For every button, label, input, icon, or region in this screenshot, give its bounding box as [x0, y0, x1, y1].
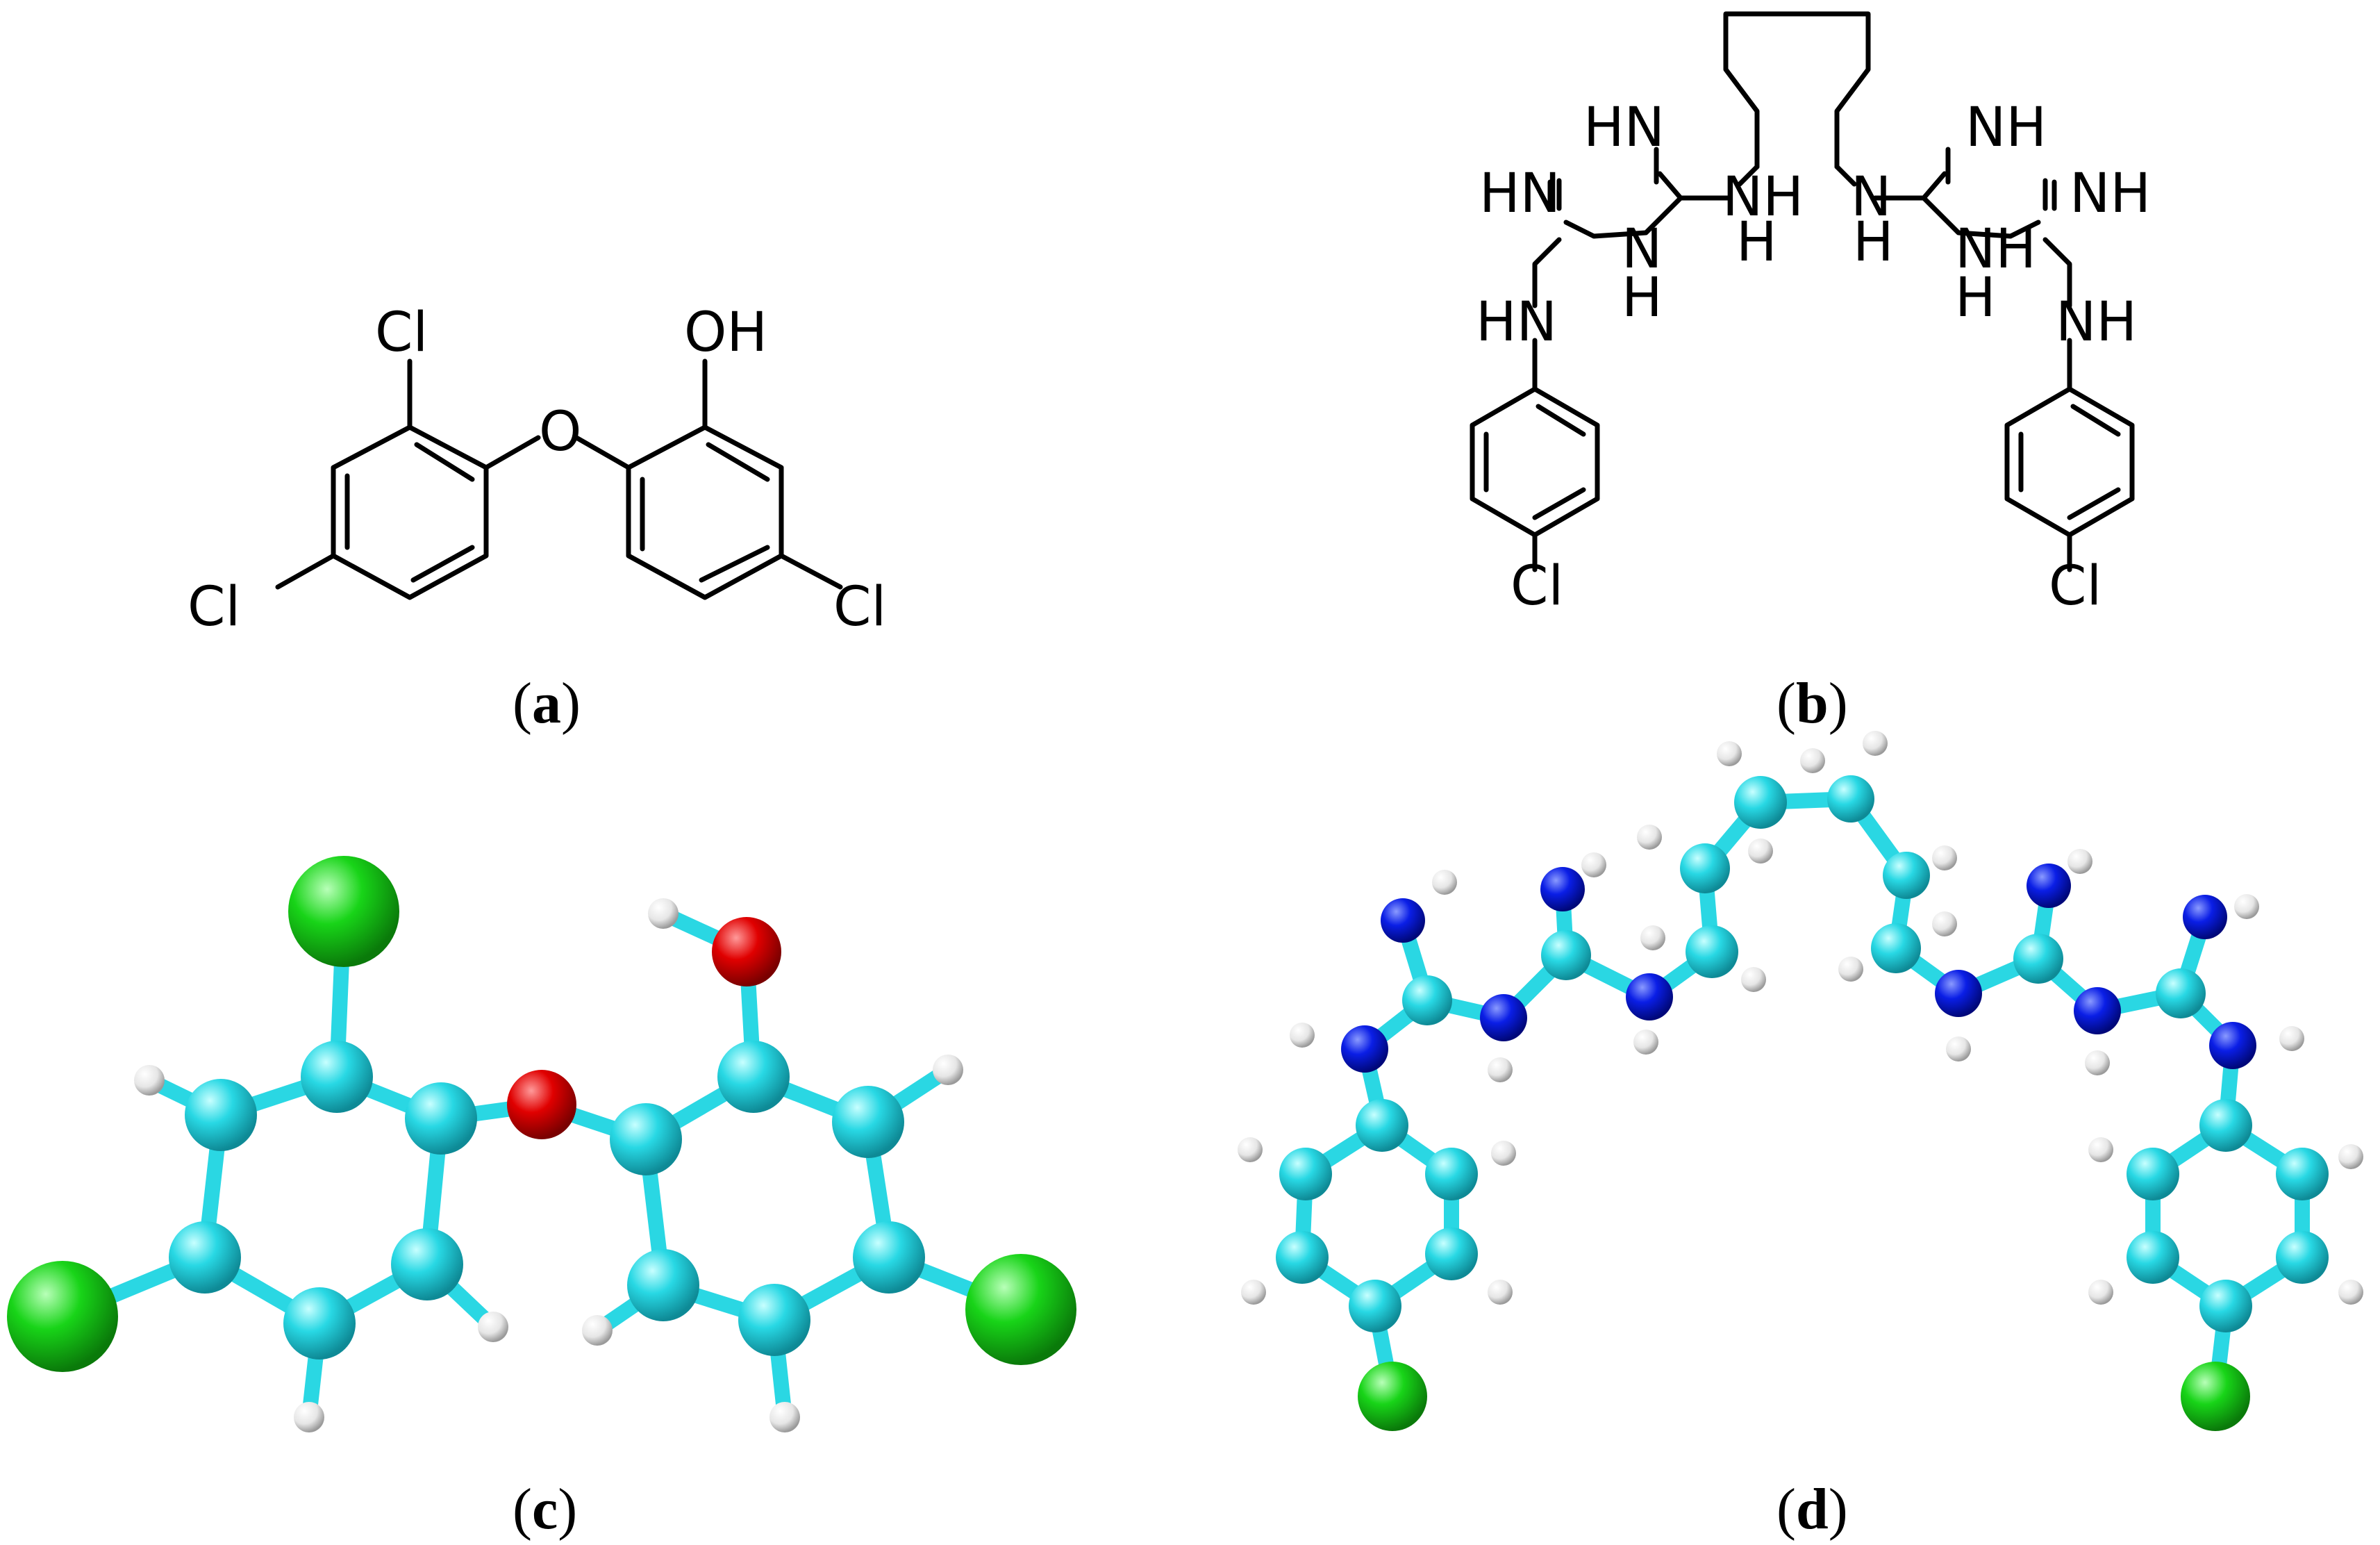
panel-a-structure: Cl OH O Cl Cl [188, 301, 886, 638]
atom-cl [7, 1261, 118, 1372]
label-hn-left: HN [1479, 163, 1561, 225]
label-cl-right: Cl [833, 576, 886, 638]
right-phenyl-ring [2004, 386, 2135, 538]
atom-h [582, 1315, 613, 1346]
label-cl-left-b: Cl [1511, 555, 1563, 618]
label-nh-left-2-h: H [1622, 267, 1663, 329]
label-nh-left-1-h: H [1736, 211, 1777, 274]
bond-cl-right [779, 553, 843, 590]
atom-c [405, 1082, 477, 1155]
ring-left-a-inner [344, 442, 475, 583]
label-nh-right: NH [2070, 163, 2151, 225]
atom-cl [965, 1254, 1076, 1365]
atom-h [478, 1312, 508, 1342]
panel-c-model [7, 856, 1076, 1432]
atom-c [301, 1041, 373, 1113]
atom-c [391, 1228, 463, 1300]
panel-c-bonds [55, 904, 1029, 1425]
bond-o-left [483, 435, 541, 470]
label-oh: OH [684, 301, 767, 364]
panel-d-nitrogens [1341, 864, 2256, 1073]
atom-c [717, 1041, 790, 1113]
panel-d-carbons [1276, 775, 2329, 1332]
bond-o-right [574, 435, 631, 470]
label-hn-ring-left: HN [1476, 291, 1557, 354]
caption-d: (d) [1776, 1477, 1848, 1542]
label-cl-left: Cl [188, 576, 240, 638]
atom-c [169, 1221, 241, 1294]
label-nh-upper-right: NH [1965, 97, 2047, 159]
hexyl-chain-links [1737, 164, 1857, 187]
ring-left-a [331, 424, 489, 600]
atom-c [738, 1284, 810, 1356]
label-hn-upper-left: HN [1583, 97, 1665, 159]
label-nh-right-2-h: H [1955, 267, 1996, 329]
panel-d-model [1238, 731, 2363, 1431]
atom-c [832, 1086, 904, 1158]
ring-right-a [626, 424, 784, 600]
atom-h [648, 898, 679, 929]
label-cl-right-b: Cl [2049, 555, 2102, 618]
atom-cl [1358, 1362, 1427, 1431]
label-nh-right-1-h: H [1853, 211, 1894, 274]
atom-c [185, 1079, 257, 1151]
atom-c [283, 1287, 356, 1360]
caption-b: (b) [1776, 671, 1848, 736]
ring-right-a-inner [640, 442, 770, 583]
panel-b-structure: HN HN NH H N H HN Cl NH NH N H NH H NH C… [1470, 11, 2151, 618]
left-phenyl-inner [1483, 404, 1586, 520]
label-nh-left-1: NH [1722, 166, 1804, 229]
hexyl-chain [1723, 11, 1871, 170]
label-nh-ring-right: NH [2056, 291, 2137, 354]
label-nh-left-2: N [1622, 218, 1662, 281]
caption-a: (a) [513, 671, 581, 736]
label-o-bridge: O [539, 401, 581, 463]
label-nh-right-2: NH [1955, 218, 2036, 281]
atom-o [507, 1070, 576, 1139]
atom-cl [2181, 1362, 2250, 1431]
atom-h [933, 1055, 963, 1085]
panel-d-hydrogens [1238, 731, 2363, 1305]
label-nh-right-1: N [1851, 166, 1891, 229]
left-phenyl-ring [1470, 386, 1600, 538]
bond-cl-left [275, 553, 336, 590]
right-biguanide-bonds [1872, 147, 2072, 308]
atom-h [134, 1065, 165, 1096]
atom-c [610, 1103, 682, 1175]
left-biguanide-bonds [1532, 147, 1732, 308]
atom-c [853, 1221, 925, 1294]
atom-o [712, 917, 781, 986]
atom-cl [288, 856, 399, 967]
right-phenyl-inner [2018, 404, 2121, 520]
atom-c [627, 1249, 699, 1321]
label-cl-top: Cl [375, 301, 428, 364]
atom-h [769, 1402, 800, 1432]
atom-h [294, 1402, 324, 1432]
caption-c: (c) [513, 1477, 577, 1542]
